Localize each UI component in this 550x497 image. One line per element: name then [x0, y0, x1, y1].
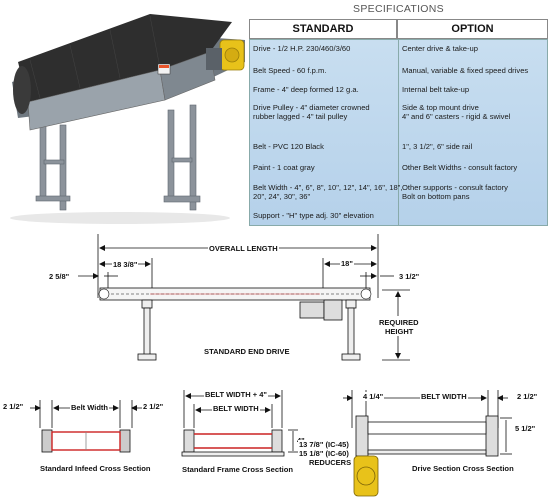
spec-option-line: Center drive & take-up [402, 44, 478, 53]
drive-side-dim: 5 1/2" [514, 424, 537, 433]
required-height-label-2: HEIGHT [384, 327, 415, 336]
drive-caption: Drive Section Cross Section [412, 464, 514, 473]
frame-belt-width-label: BELT WIDTH [212, 404, 260, 413]
spec-standard-line: Paint - 1 coat gray [253, 163, 315, 172]
spec-option-line: Manual, variable & fixed speed drives [402, 66, 529, 75]
spec-standard-cell: Drive - 1/2 H.P. 230/460/3/60 [253, 44, 396, 53]
spec-standard-line: Belt - PVC 120 Black [253, 142, 324, 151]
spec-standard-cell: Belt Speed - 60 f.p.m. [253, 66, 396, 75]
standard-column-header: STANDARD [249, 19, 397, 39]
spec-option-cell: Other Belt Widths - consult factory [402, 163, 546, 172]
infeed-left-dim: 2 1/2" [2, 402, 25, 411]
required-height-label-1: REQUIRED [378, 318, 420, 327]
drive-right-dim: 2 1/2" [516, 392, 539, 401]
spec-standard-cell: Belt - PVC 120 Black [253, 142, 396, 151]
spec-option-line: Bolt on bottom pans [402, 192, 470, 201]
spec-standard-cell: Belt Width - 4", 6", 8", 10", 12", 14", … [253, 183, 403, 201]
specifications-title: SPECIFICATIONS [353, 3, 444, 15]
drive-left-dim: 4 1/4" [362, 392, 385, 401]
spec-option-cell: Manual, variable & fixed speed drives [402, 66, 546, 75]
drive-belt-width: BELT WIDTH [420, 392, 468, 401]
spec-standard-line: Belt Width - 4", 6", 8", 10", 12", 14", … [253, 183, 403, 192]
reducer-ic60-label: 15 1/8" (IC-60) [298, 449, 350, 458]
infeed-belt-width: Belt Width [70, 403, 110, 412]
dim-18-3-8-label: 18 3/8" [112, 260, 139, 269]
column-divider [398, 40, 399, 225]
reducers-label: REDUCERS [308, 458, 353, 467]
spec-standard-line: Support - "H" type adj. 30" elevation [253, 211, 374, 220]
conveyor-photo [0, 0, 246, 228]
spec-option-cell: Internal belt take-up [402, 85, 546, 94]
infeed-right-dim: 2 1/2" [142, 402, 165, 411]
specifications-table: SPECIFICATIONS STANDARD OPTION Drive - 1… [247, 0, 550, 228]
option-column-header: OPTION [397, 19, 548, 39]
spec-standard-line: Drive Pulley - 4" diameter crowned [253, 103, 370, 112]
spec-standard-cell: Paint - 1 coat gray [253, 163, 396, 172]
dim-18-label: 18" [340, 259, 354, 268]
spec-standard-cell: Drive Pulley - 4" diameter crowned rubbe… [253, 103, 396, 121]
dim-2-5-8-label: 2 5/8" [48, 272, 71, 281]
engineering-drawing [30, 234, 512, 497]
spec-option-line: Other Belt Widths - consult factory [402, 163, 518, 172]
spec-option-line: Internal belt take-up [402, 85, 470, 94]
dim-3-1-2-label: 3 1/2" [398, 272, 421, 281]
spec-option-line: 4" and 6" casters - rigid & swivel [402, 112, 511, 121]
reducer-ic45-label: 13 7/8" (IC-45) [298, 440, 350, 449]
spec-standard-line: Frame - 4" deep formed 12 g.a. [253, 85, 359, 94]
overall-length-label: OVERALL LENGTH [208, 244, 279, 253]
spec-standard-line: Drive - 1/2 H.P. 230/460/3/60 [253, 44, 351, 53]
spec-option-line: Side & top mount drive [402, 103, 479, 112]
standard-end-drive-label: STANDARD END DRIVE [204, 347, 290, 356]
spec-standard-cell: Support - "H" type adj. 30" elevation [253, 211, 396, 220]
spec-standard-line: Belt Speed - 60 f.p.m. [253, 66, 327, 75]
specifications-body: Drive - 1/2 H.P. 230/460/3/60 Center driv… [249, 39, 548, 226]
frame-caption: Standard Frame Cross Section [182, 465, 293, 474]
infeed-caption: Standard Infeed Cross Section [40, 464, 151, 473]
spec-standard-line: 20", 24", 30", 36" [253, 192, 311, 201]
spec-option-cell: Center drive & take-up [402, 44, 546, 53]
frame-belt-width-plus-label: BELT WIDTH + 4" [204, 390, 268, 399]
spec-option-cell: 1", 3 1/2", 6" side rail [402, 142, 546, 151]
spec-standard-cell: Frame - 4" deep formed 12 g.a. [253, 85, 396, 94]
spec-standard-line: rubber lagged - 4" tail pulley [253, 112, 348, 121]
spec-option-line: 1", 3 1/2", 6" side rail [402, 142, 473, 151]
spec-option-line: Other supports - consult factory [402, 183, 508, 192]
